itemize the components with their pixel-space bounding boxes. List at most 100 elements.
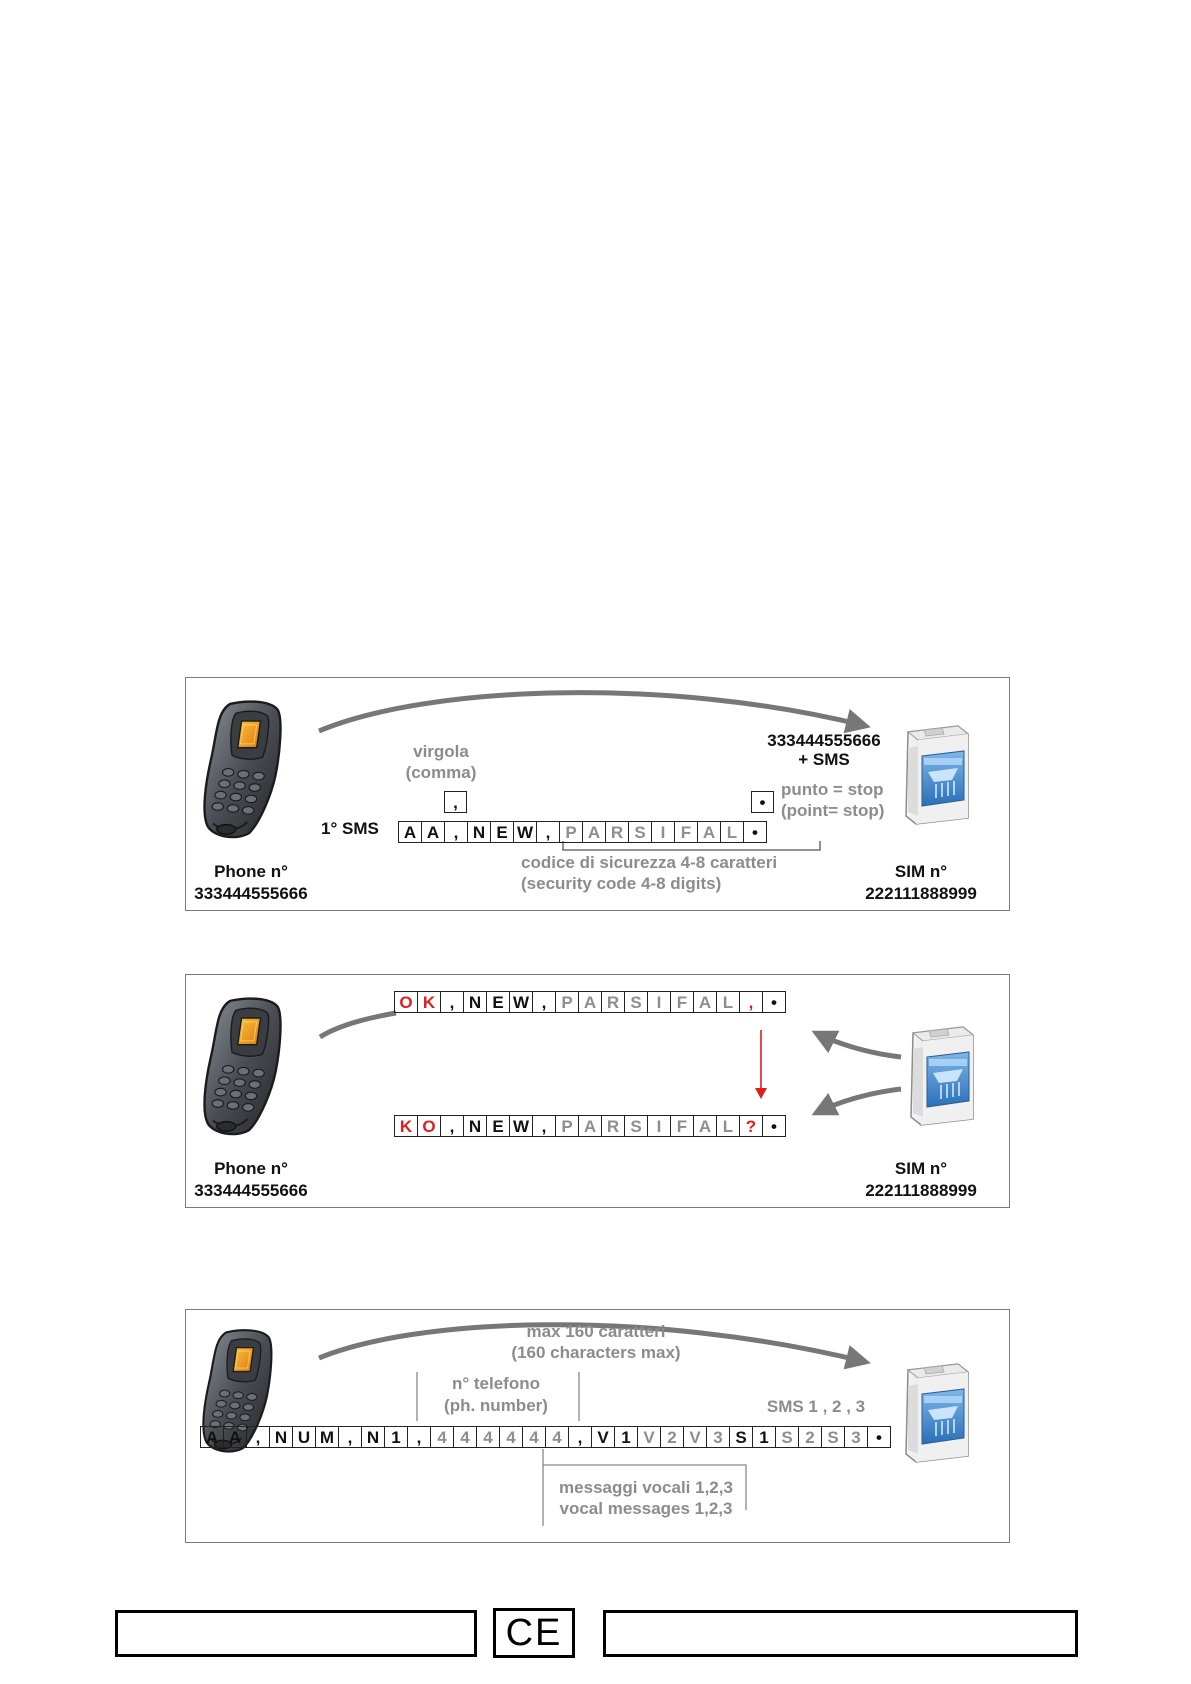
char-cell: V — [684, 1426, 707, 1448]
char-cell: , — [441, 991, 464, 1013]
max-label-en: (160 characters max) — [511, 1343, 681, 1362]
char-cell: A — [201, 1426, 224, 1448]
char-cell: , — [569, 1426, 592, 1448]
ce-mark-box: CE — [493, 1608, 575, 1658]
char-cell: R — [606, 821, 629, 843]
phone-label: Phone n° — [214, 1159, 288, 1178]
char-cell: S — [776, 1426, 799, 1448]
security-code-bracket — [562, 841, 821, 851]
sim-label: SIM n° — [894, 1159, 948, 1178]
char-cell: I — [648, 991, 671, 1013]
char-cell: A — [399, 821, 422, 843]
point-sample-box: • — [751, 791, 774, 813]
char-cell: S — [730, 1426, 753, 1448]
char-cell: • — [744, 821, 767, 843]
phone-number-label-en: (ph. number) — [444, 1396, 548, 1415]
char-cell: K — [418, 991, 441, 1013]
char-cell: W — [510, 1115, 533, 1137]
char-cell: 1 — [615, 1426, 638, 1448]
sms-123-label: SMS 1 , 2 , 3 — [766, 1397, 866, 1416]
max-label-it: max 160 caratteri — [526, 1322, 666, 1341]
code-label-en: (security code 4-8 digits) — [521, 874, 722, 893]
sim-number: 222111888999 — [865, 884, 977, 903]
char-cell: 4 — [454, 1426, 477, 1448]
char-cell: F — [671, 1115, 694, 1137]
point-sample: • — [751, 791, 774, 813]
char-cell: 3 — [845, 1426, 868, 1448]
dest-number: 333444555666 — [767, 731, 881, 750]
char-cell: A — [422, 821, 445, 843]
char-cell: 4 — [546, 1426, 569, 1448]
char-cell: , — [247, 1426, 270, 1448]
char-cell: L — [721, 821, 744, 843]
char-cell: 4 — [523, 1426, 546, 1448]
char-cell: P — [556, 1115, 579, 1137]
char-cell: • — [763, 1115, 786, 1137]
char-cell: 1 — [753, 1426, 776, 1448]
code-label-it: codice di sicurezza 4-8 caratteri — [521, 853, 778, 872]
char-cell: • — [763, 991, 786, 1013]
char-cell: R — [602, 1115, 625, 1137]
char-cell: L — [717, 991, 740, 1013]
phone-number: 333444555666 — [194, 1181, 308, 1200]
sim-device-image — [910, 1026, 974, 1126]
char-cell: , — [339, 1426, 362, 1448]
char-cell: F — [671, 991, 694, 1013]
char-cell: S — [625, 991, 648, 1013]
char-cell: P — [556, 991, 579, 1013]
panel2-graphics — [203, 997, 974, 1136]
char-cell: , — [740, 991, 763, 1013]
char-cell: N — [464, 991, 487, 1013]
char-cell: K — [395, 1115, 418, 1137]
char-cell: A — [579, 1115, 602, 1137]
char-cell: P — [560, 821, 583, 843]
comma-label-en: (comma) — [405, 763, 477, 782]
panel-number-config: max 160 caratteri (160 characters max) n… — [185, 1309, 1010, 1543]
char-cell: , — [533, 991, 556, 1013]
phone-label: Phone n° — [214, 862, 288, 881]
char-cell: ? — [740, 1115, 763, 1137]
char-cell: L — [717, 1115, 740, 1137]
char-cell: , — [441, 1115, 464, 1137]
sim-device-image — [905, 725, 969, 825]
panel1-graphics — [203, 690, 969, 851]
char-cell: O — [418, 1115, 441, 1137]
char-cell: N — [464, 1115, 487, 1137]
char-cell: A — [583, 821, 606, 843]
char-cell: N — [270, 1426, 293, 1448]
char-cell: A — [224, 1426, 247, 1448]
panel-first-sms: 333444555666 + SMS virgola (comma) , • p… — [185, 677, 1010, 911]
char-cell: S — [822, 1426, 845, 1448]
char-cell: A — [698, 821, 721, 843]
footer-left-box — [115, 1610, 477, 1657]
sms-label: 1° SMS — [321, 819, 379, 838]
char-cell: 4 — [431, 1426, 454, 1448]
sim-number: 222111888999 — [865, 1181, 977, 1200]
sim-device-image — [905, 1363, 969, 1463]
char-cell: N — [468, 821, 491, 843]
vocal-bracket — [542, 1449, 747, 1526]
footer-right-box — [603, 1610, 1078, 1657]
char-cell: R — [602, 991, 625, 1013]
reply-arrow-upper — [811, 1030, 902, 1060]
char-cell: A — [579, 991, 602, 1013]
char-cell: N — [362, 1426, 385, 1448]
char-cell: E — [487, 1115, 510, 1137]
char-cell: , — [537, 821, 560, 843]
char-cell: I — [648, 1115, 671, 1137]
char-cell: W — [514, 821, 537, 843]
ce-mark: CE — [505, 1612, 563, 1654]
char-cell: • — [868, 1426, 891, 1448]
char-cell: , — [408, 1426, 431, 1448]
char-cell: E — [487, 991, 510, 1013]
reply-arrow-left — [318, 1010, 397, 1040]
stop-label-it: punto = stop — [781, 780, 884, 799]
phone-number: 333444555666 — [194, 884, 308, 903]
phone-number-label-it: n° telefono — [451, 1374, 540, 1393]
char-cell: V — [638, 1426, 661, 1448]
